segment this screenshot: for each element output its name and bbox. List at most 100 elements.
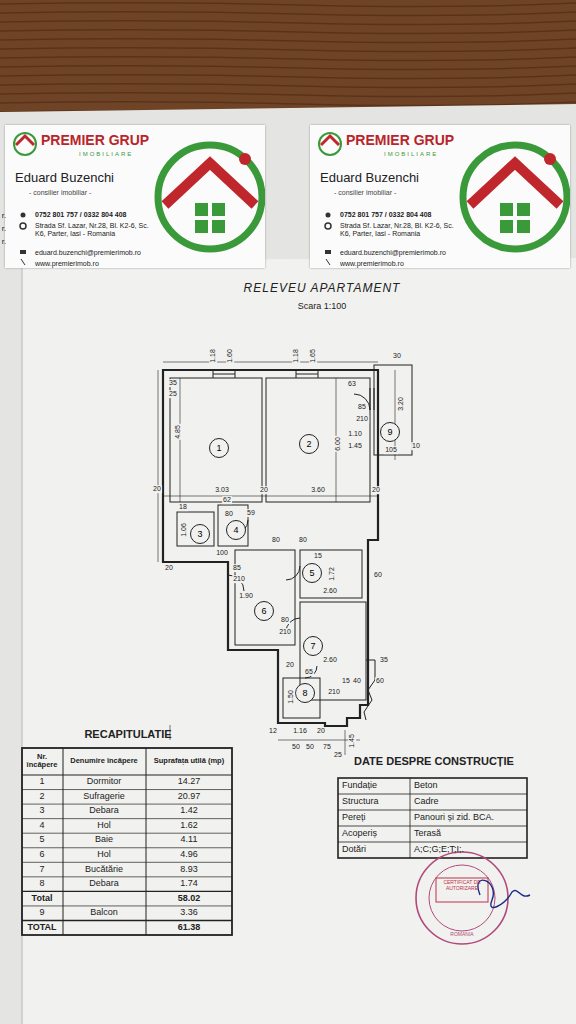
dimension: 12: [268, 727, 278, 735]
dimension: 3.03: [214, 486, 230, 494]
dimension: 80: [298, 536, 308, 544]
table-cell: Hol: [97, 821, 111, 831]
circle-shape: [544, 153, 556, 165]
table-cell: 20.97: [178, 792, 201, 802]
table-cell: Sufragerie: [83, 792, 125, 802]
table-cell: 1: [39, 777, 44, 787]
website: www.premierimob.ro: [340, 260, 404, 268]
table-cell: 9: [39, 908, 44, 918]
callout-number: 1: [216, 443, 221, 453]
rect-shape: [517, 203, 530, 216]
rect-shape: [500, 220, 513, 233]
line-shape: [22, 789, 232, 790]
label: r.: [2, 212, 6, 221]
dimension: 1.90: [238, 592, 254, 600]
circle-shape: [20, 223, 26, 229]
dimension: 6.00: [334, 436, 342, 452]
path-shape: [338, 778, 527, 858]
path-shape: [213, 370, 318, 378]
rect-shape: [436, 878, 488, 902]
dimension: 210: [278, 628, 292, 636]
table-cell: Dormitor: [87, 777, 122, 787]
table-cell: Balcon: [90, 908, 118, 918]
dimension: 1.06: [180, 522, 188, 538]
table-cell: 2: [39, 792, 44, 802]
g-shape: [158, 362, 395, 755]
email: eduard.buzenchi@premierimob.ro: [340, 249, 446, 257]
dimension: 2.60: [322, 656, 338, 664]
scale-note: Scara 1:100: [298, 302, 347, 312]
dimension: 60: [373, 571, 383, 579]
table-cell: 1.74: [180, 879, 198, 889]
g-shape: [170, 365, 412, 720]
circle-shape: [14, 133, 36, 155]
line-shape: [22, 833, 232, 834]
rect-shape: [177, 512, 214, 546]
table-cell: 8.93: [180, 865, 198, 875]
path-shape: [228, 394, 370, 678]
table-cell: 8: [39, 879, 44, 889]
rect-shape: [218, 505, 248, 546]
stamp-text: CERTIFICAT DE AUTORIZARE: [438, 880, 486, 891]
label: r.: [2, 238, 6, 247]
room-callout: 5: [302, 563, 322, 583]
room-callout: 3: [190, 524, 210, 544]
rect-shape: [22, 748, 232, 935]
table-cell: 4.11: [181, 836, 198, 846]
table-header-cell: Suprafața utilă (mp): [148, 757, 230, 765]
dimension: 1.18: [292, 348, 300, 364]
table-cell: 1.42: [180, 806, 198, 816]
business-card: PREMIER GRUPIMOBILIAREEduard Buzenchi- c…: [5, 125, 265, 268]
table-cell: 14.27: [178, 777, 201, 787]
dimension: 210: [355, 415, 369, 423]
rect-shape: [500, 203, 513, 216]
dimension: 30: [392, 352, 402, 360]
room-callout: 7: [303, 636, 323, 656]
callout-number: 6: [261, 606, 266, 616]
dimension: 20: [152, 485, 162, 493]
rect-shape: [235, 550, 295, 645]
table-cell: 4.96: [180, 850, 198, 860]
dimension: 3.60: [310, 486, 326, 494]
email: eduard.buzenchi@premierimob.ro: [35, 249, 141, 257]
dimension: 210: [232, 575, 246, 583]
dimension: 2.60: [322, 587, 338, 595]
dimension: 1.65: [309, 348, 317, 364]
table-cell: 58.02: [178, 894, 201, 904]
table-cell: 5: [39, 836, 44, 846]
callout-number: 9: [387, 427, 392, 437]
dimension: 80: [271, 536, 281, 544]
dimension: 1.16: [292, 727, 308, 735]
table-header-cell: Nr. încăpere: [23, 753, 61, 770]
table-cell: Pereți: [342, 813, 366, 823]
rect-shape: [170, 378, 262, 502]
rect-shape: [300, 550, 362, 598]
polygon-shape: [22, 258, 576, 1024]
polygon-shape: [0, 104, 576, 1024]
path-shape: [321, 136, 339, 145]
callout-number: 5: [309, 568, 314, 578]
table-cell: TOTAL: [27, 923, 56, 933]
agent-name: Eduard Buzenchi: [15, 171, 114, 185]
phone: 0752 801 757 / 0332 804 408: [35, 211, 126, 219]
room-callout: 2: [299, 434, 319, 454]
table-cell: 61.38: [178, 923, 201, 933]
table-cell: Baie: [95, 836, 113, 846]
dimension: 1.18: [209, 348, 217, 364]
table-cell: Acoperiș: [342, 829, 377, 839]
dimension: 1.10: [347, 430, 363, 438]
dimension: 62: [222, 496, 232, 504]
path-shape: [470, 163, 560, 205]
path-shape: [22, 748, 232, 935]
agent-name: Eduard Buzenchi: [320, 171, 419, 185]
dimension: 15: [341, 677, 351, 685]
dimension: 35: [168, 379, 178, 387]
table-cell: A;C;G;E;T;I;.: [414, 845, 464, 855]
circle-shape: [326, 213, 331, 218]
brand-name: PREMIER GRUP: [41, 133, 149, 148]
table-cell: Fundație: [342, 781, 377, 791]
table-cell: 6: [39, 850, 44, 860]
rect-shape: [517, 220, 530, 233]
website: www.premierimob.ro: [35, 260, 99, 268]
dimension: 60: [375, 677, 385, 685]
